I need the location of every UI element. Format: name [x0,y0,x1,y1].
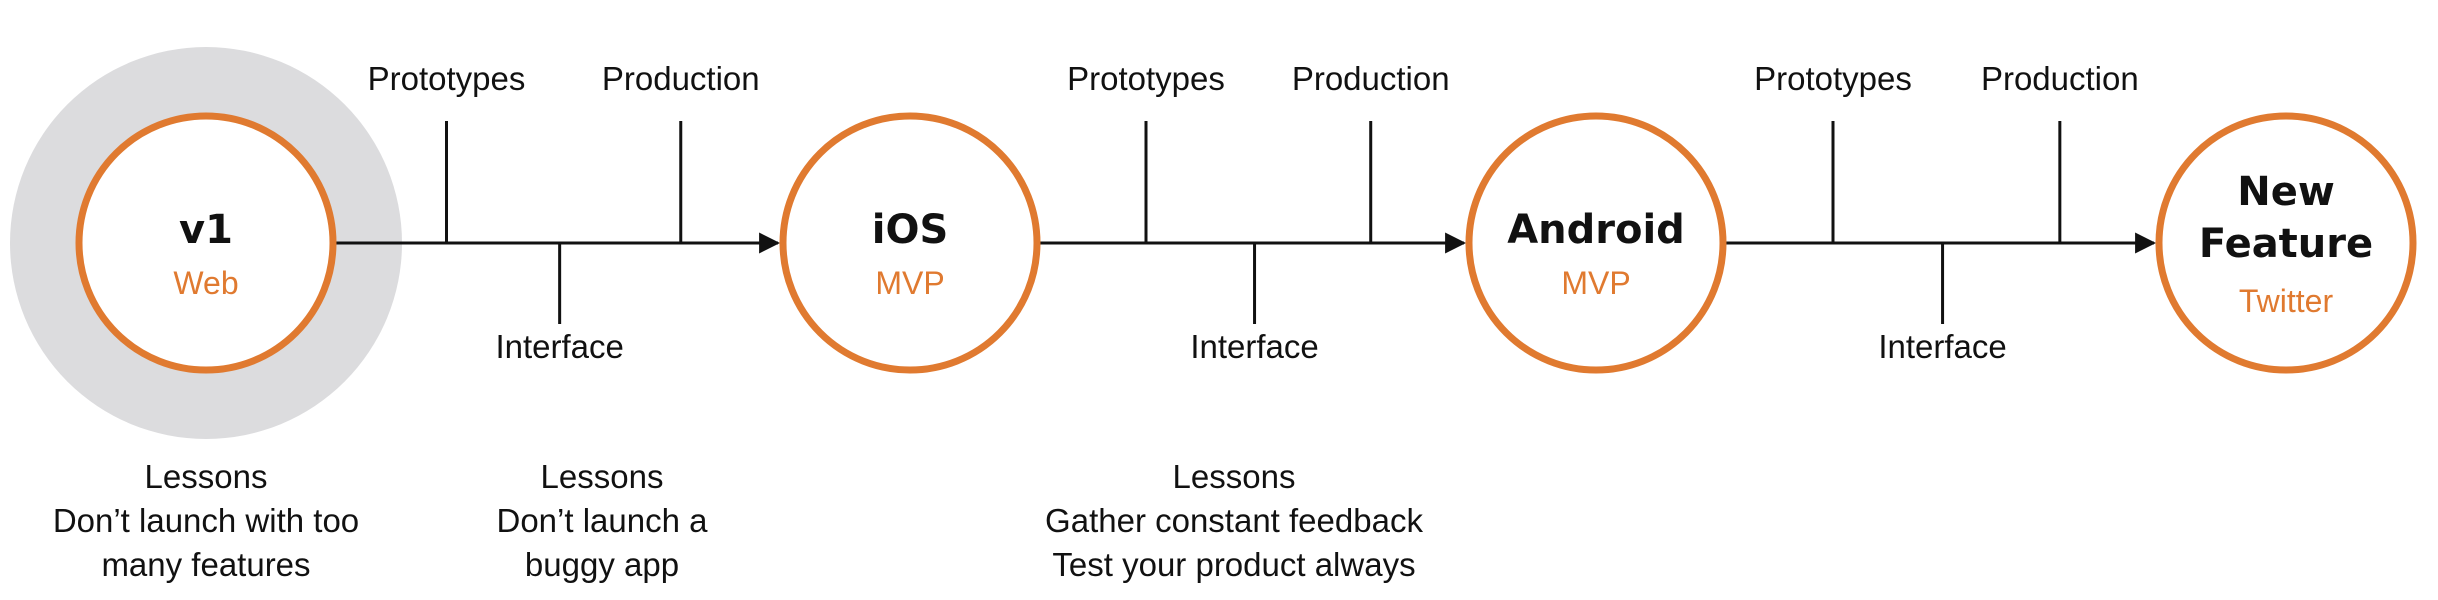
node-ring [75,112,337,374]
lesson-line: Don’t launch a [497,502,709,539]
node-ring [779,112,1041,374]
node-title: New [2237,169,2335,215]
node-title: v1 [179,207,233,253]
node-title: iOS [872,207,949,253]
lesson-line: Test your product always [1052,546,1415,583]
prototypes-label: Prototypes [1067,60,1225,97]
lesson-line: Gather constant feedback [1045,502,1423,539]
lesson-line: buggy app [525,546,679,583]
node-subtitle: MVP [1561,265,1630,301]
production-label: Production [602,60,760,97]
lesson-line: many features [101,546,310,583]
node-ring [1465,112,1727,374]
lesson-line: Don’t launch with too [53,502,359,539]
prototypes-label: Prototypes [1754,60,1912,97]
production-label: Production [1292,60,1450,97]
node-title: Android [1507,207,1685,253]
node-subtitle: MVP [875,265,944,301]
node-subtitle: Twitter [2239,283,2334,319]
production-label: Production [1981,60,2139,97]
node-title: Feature [2199,221,2373,267]
lesson-heading: Lessons [541,458,664,495]
lesson-heading: Lessons [1173,458,1296,495]
interface-label: Interface [495,328,623,365]
lesson-heading: Lessons [145,458,268,495]
interface-label: Interface [1190,328,1318,365]
prototypes-label: Prototypes [368,60,526,97]
node-subtitle: Web [173,265,238,301]
interface-label: Interface [1878,328,2006,365]
node-ring [2155,112,2417,374]
platform-node: iOS MVP [779,112,1041,374]
